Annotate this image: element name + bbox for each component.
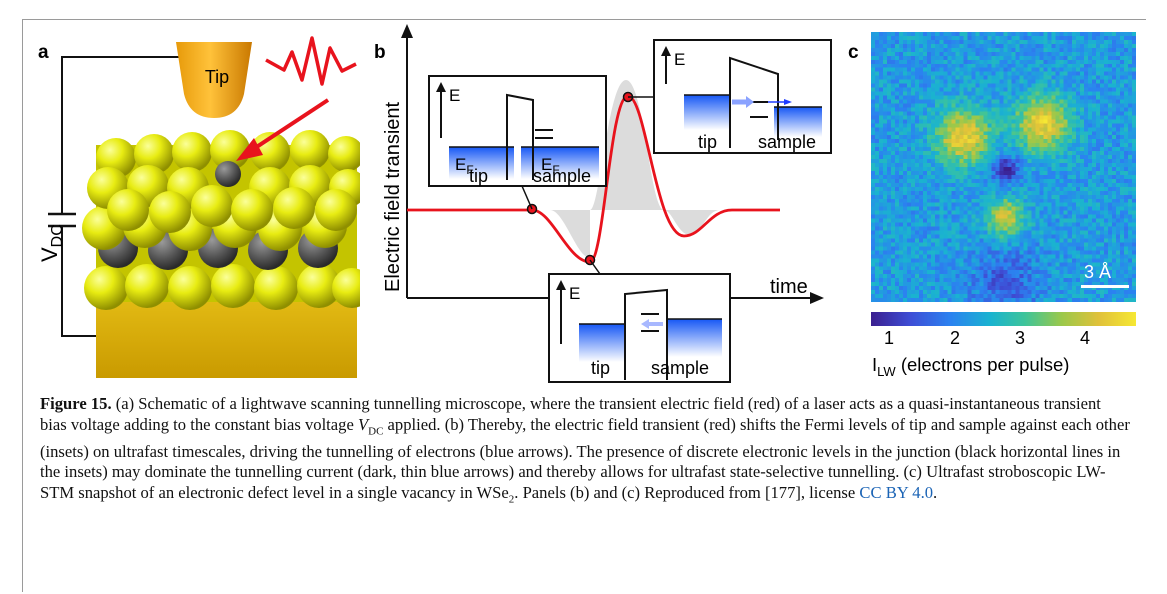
figure-caption: Figure 15. (a) Schematic of a lightwave … [40,394,1130,505]
vacancy-site [215,161,241,187]
inset-zero-bias: E EF EF tip sample [428,75,607,187]
figure-frame [22,19,1146,592]
inset-positive-bias: E tip sample [653,39,832,154]
svg-text:sample: sample [758,132,816,152]
svg-text:tip: tip [591,358,610,378]
panel-label-a: a [38,42,49,63]
panel-label-b: b [374,42,386,63]
connector-bottom [589,259,601,275]
connector-top-left [521,185,533,210]
colorbar-tick-1: 1 [884,328,895,348]
svg-text:sample: sample [651,358,709,378]
laser-arrow-head [236,138,263,161]
x-axis-arrow [810,292,824,304]
colorbar-tick-2: 2 [950,328,961,348]
svg-text:tip: tip [698,132,717,152]
panel-b-chart: Electric field transient time E EF EF ti… [382,24,832,383]
panel-label-c: c [848,42,859,63]
svg-text:E: E [674,50,685,69]
selenium-top-layer [87,130,360,233]
y-axis-label: Electric field transient [382,101,404,292]
svg-text:E: E [569,284,580,303]
svg-text:EF: EF [455,155,474,177]
svg-text:tip: tip [469,166,488,186]
scale-bar [1081,285,1129,288]
caption-figure-label: Figure 15. [40,394,112,413]
voltage-label: VDC [37,224,66,262]
x-axis-label: time [770,276,808,298]
tip-label: Tip [205,67,229,87]
svg-text:EF: EF [541,155,560,177]
selenium-row-bottom [84,264,360,310]
inset-negative-bias: E tip sample [548,273,731,383]
license-link[interactable]: CC BY 4.0 [859,482,934,502]
svg-text:sample: sample [533,166,591,186]
colorbar-label: ILW (electrons per pulse) [872,354,1070,379]
y-axis-arrow [401,24,413,38]
colorbar-tick-3: 3 [1015,328,1026,348]
colorbar-tick-4: 4 [1080,328,1091,348]
stm-tip [176,42,252,118]
stm-map [871,32,1136,302]
laser-arrow-line [250,98,330,152]
laser-pulse [265,36,357,86]
substrate [96,298,357,378]
shaded-negative-lobe [550,210,720,258]
scale-bar-label: 3 Å [1084,262,1112,282]
panel-a-illustration: Tip VDC [37,36,360,378]
colorbar [871,312,1136,326]
circuit-wire [61,56,200,214]
svg-text:E: E [449,86,460,105]
